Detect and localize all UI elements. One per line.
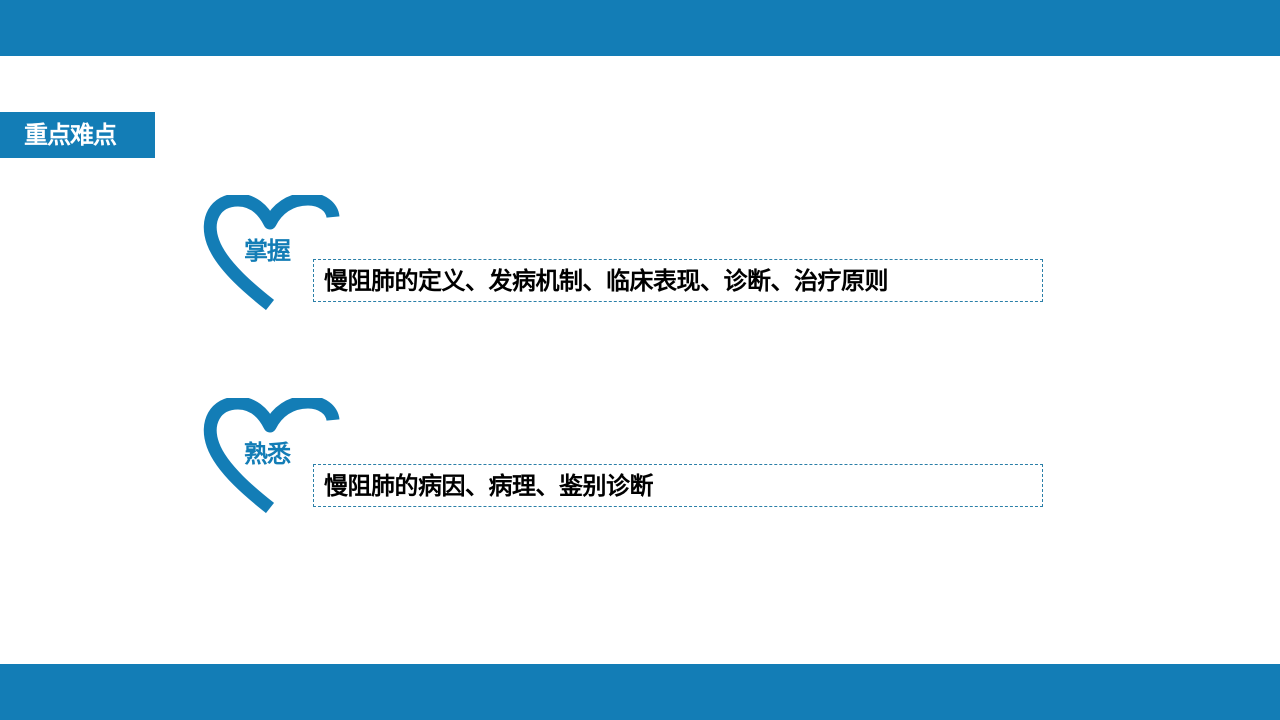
item-text-box: 慢阻肺的病因、病理、鉴别诊断 [313, 464, 1043, 507]
item-label: 熟悉 [244, 440, 291, 468]
top-banner [0, 0, 1280, 56]
key-point-familiar: 熟悉 慢阻肺的病因、病理、鉴别诊断 [200, 398, 1050, 518]
key-point-master: 掌握 慢阻肺的定义、发病机制、临床表现、诊断、治疗原则 [200, 195, 1050, 315]
heart-icon [203, 195, 340, 311]
item-label: 掌握 [244, 237, 291, 265]
item-text-box: 慢阻肺的定义、发病机制、临床表现、诊断、治疗原则 [313, 259, 1043, 302]
section-title-tag: 重点难点 [0, 112, 155, 158]
bottom-banner [0, 664, 1280, 720]
heart-icon [203, 398, 340, 514]
